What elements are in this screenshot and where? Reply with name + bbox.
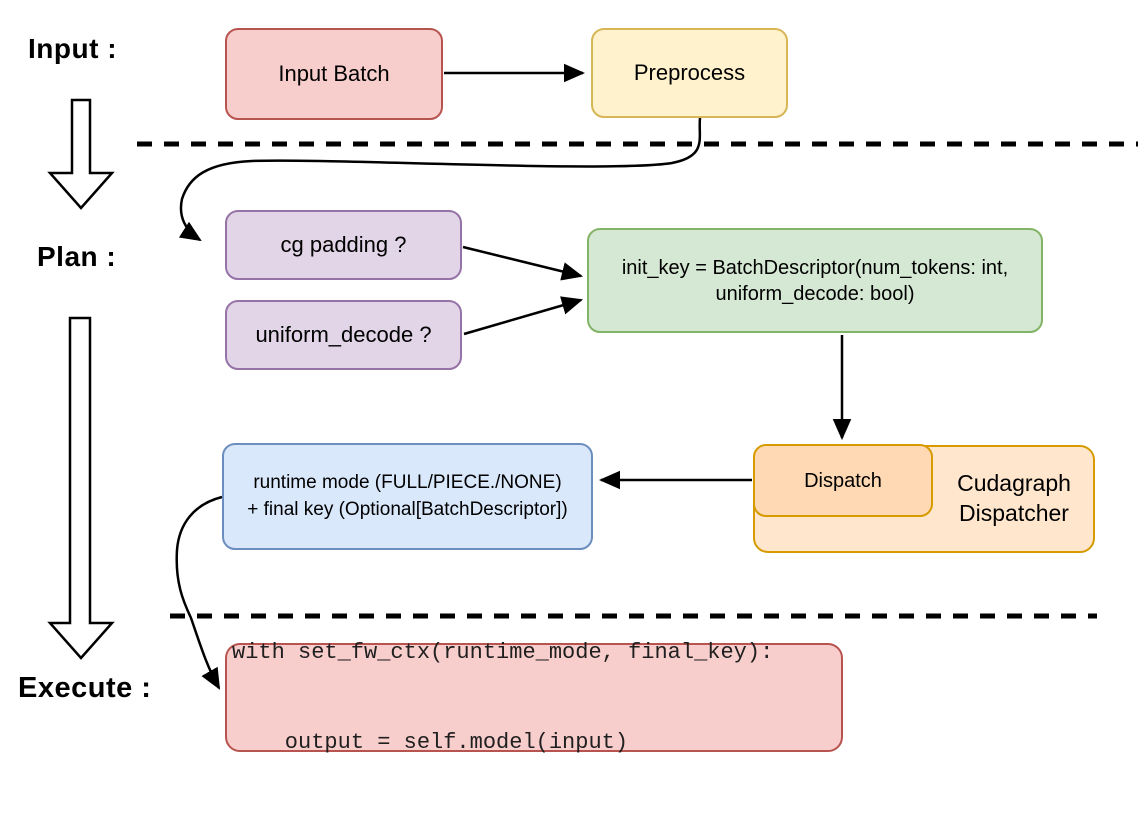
node-cg-padding-label: cg padding ? [280,231,407,257]
connector-runtimemode-to-execute [175,495,223,690]
connector-preprocess-to-cgpadding [178,117,702,242]
node-preprocess-label: Preprocess [633,59,746,85]
node-input-batch-label: Input Batch [278,60,390,86]
phase-label-plan: Plan : [37,241,117,272]
phase-label-input: Input : [28,33,118,64]
node-cudagraph-dispatcher-label: Cudagraph Dispatcher [933,445,1095,553]
cudagraph-dispatcher-text: Cudagraph Dispatcher [957,470,1071,526]
node-input-batch: Input Batch [225,28,443,120]
node-init-key-line1: init_key = BatchDescriptor(num_tokens: i… [621,256,1009,279]
execute-code-block: with set_fw_ctx(runtime_mode, final_key)… [227,578,773,818]
flow-arrow-plan-to-execute [47,316,115,660]
node-runtime-mode-line2: + final key (Optional[BatchDescriptor]) [247,498,568,520]
node-init-key-line2: uniform_decode: bool) [715,282,915,305]
node-init-key: init_key = BatchDescriptor(num_tokens: i… [587,228,1043,333]
node-preprocess: Preprocess [591,28,788,118]
flow-arrow-input-to-plan [47,98,115,210]
node-runtime-mode-line1: runtime mode (FULL/PIECE./NONE) [253,471,562,493]
node-uniform-decode-label: uniform_decode ? [255,321,432,347]
connector-cgpadding-to-initkey [462,245,584,281]
node-dispatch-label: Dispatch [804,469,882,492]
node-cg-padding: cg padding ? [225,210,462,280]
diagram-page: { "canvas": { "width": 1142, "height": 7… [18,28,1138,755]
phase-label-execute: Execute : [18,672,152,704]
execute-code-line1: with set_fw_ctx(runtime_mode, final_key)… [232,639,774,665]
execute-code-line2: output = self.model(input) [232,729,629,755]
node-runtime-mode: runtime mode (FULL/PIECE./NONE) + final … [222,443,593,550]
node-execute-code: with set_fw_ctx(runtime_mode, final_key)… [225,640,843,755]
node-dispatch: Dispatch [753,444,933,517]
node-uniform-decode: uniform_decode ? [225,300,462,370]
connector-layer [47,63,1138,690]
connector-uniformdecode-to-initkey [463,296,584,336]
